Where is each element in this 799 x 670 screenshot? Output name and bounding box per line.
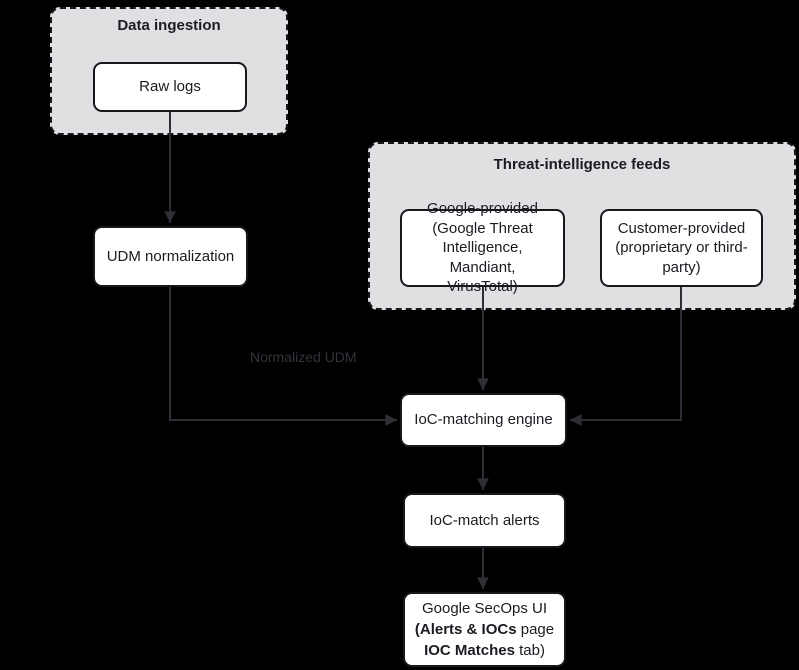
secops-ui-line2: (Alerts & IOCs page xyxy=(414,621,555,638)
node-raw-logs: Raw logs xyxy=(93,62,247,112)
edge-label-normalized-udm: Normalized UDM xyxy=(250,349,357,365)
node-google-provided-feed: Google-provided (Google Threat Intellige… xyxy=(400,200,565,295)
secops-ui-line3: IOC Matches tab) xyxy=(424,642,545,659)
node-customer-provided-feed: Customer-provided (proprietary or third-… xyxy=(600,209,763,287)
secops-ui-line1: Google SecOps UI xyxy=(421,600,548,617)
node-ioc-matching-engine: IoC-matching engine xyxy=(400,393,567,447)
group-threat-intelligence-feeds-title: Threat-intelligence feeds xyxy=(493,156,671,173)
group-data-ingestion-title: Data ingestion xyxy=(117,17,221,34)
node-google-secops-ui: Google SecOps UI (Alerts & IOCs page IOC… xyxy=(403,592,566,667)
node-ioc-match-alerts: IoC-match alerts xyxy=(403,493,566,548)
node-udm-normalization: UDM normalization xyxy=(93,226,248,287)
